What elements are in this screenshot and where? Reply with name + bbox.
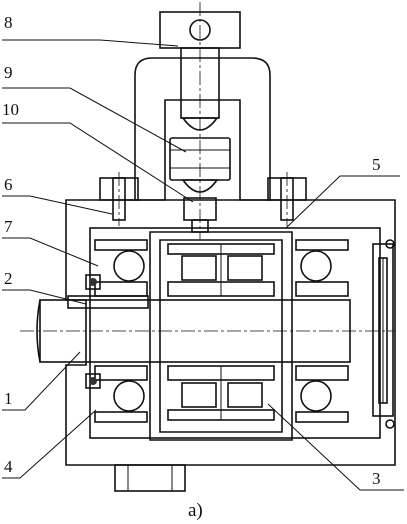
upper-ball-bearing-left [85,239,148,297]
label-2: 2 [4,269,13,288]
bolt-left [99,172,139,226]
lower-ball-bearing-left [85,365,148,423]
upper-ball-bearing-right [295,239,349,297]
label-9: 9 [4,63,13,82]
end-cover [372,239,395,429]
top-yoke [134,57,271,201]
label-6: 6 [4,175,13,194]
upper-roller-bearing [167,243,275,297]
shaft [20,299,395,363]
label-5: 5 [372,155,381,174]
lower-ball-bearing-right [295,365,349,423]
label-1: 1 [4,389,13,408]
label-10: 10 [2,100,19,119]
label-3: 3 [372,469,381,488]
label-7: 7 [4,217,13,236]
lower-roller-bearing [167,365,275,421]
figure-caption: a) [188,500,203,521]
label-4: 4 [4,457,13,476]
label-8: 8 [4,13,13,32]
leader-lines [2,39,404,491]
bolt-right [267,172,307,226]
loading-bracket [149,231,293,441]
